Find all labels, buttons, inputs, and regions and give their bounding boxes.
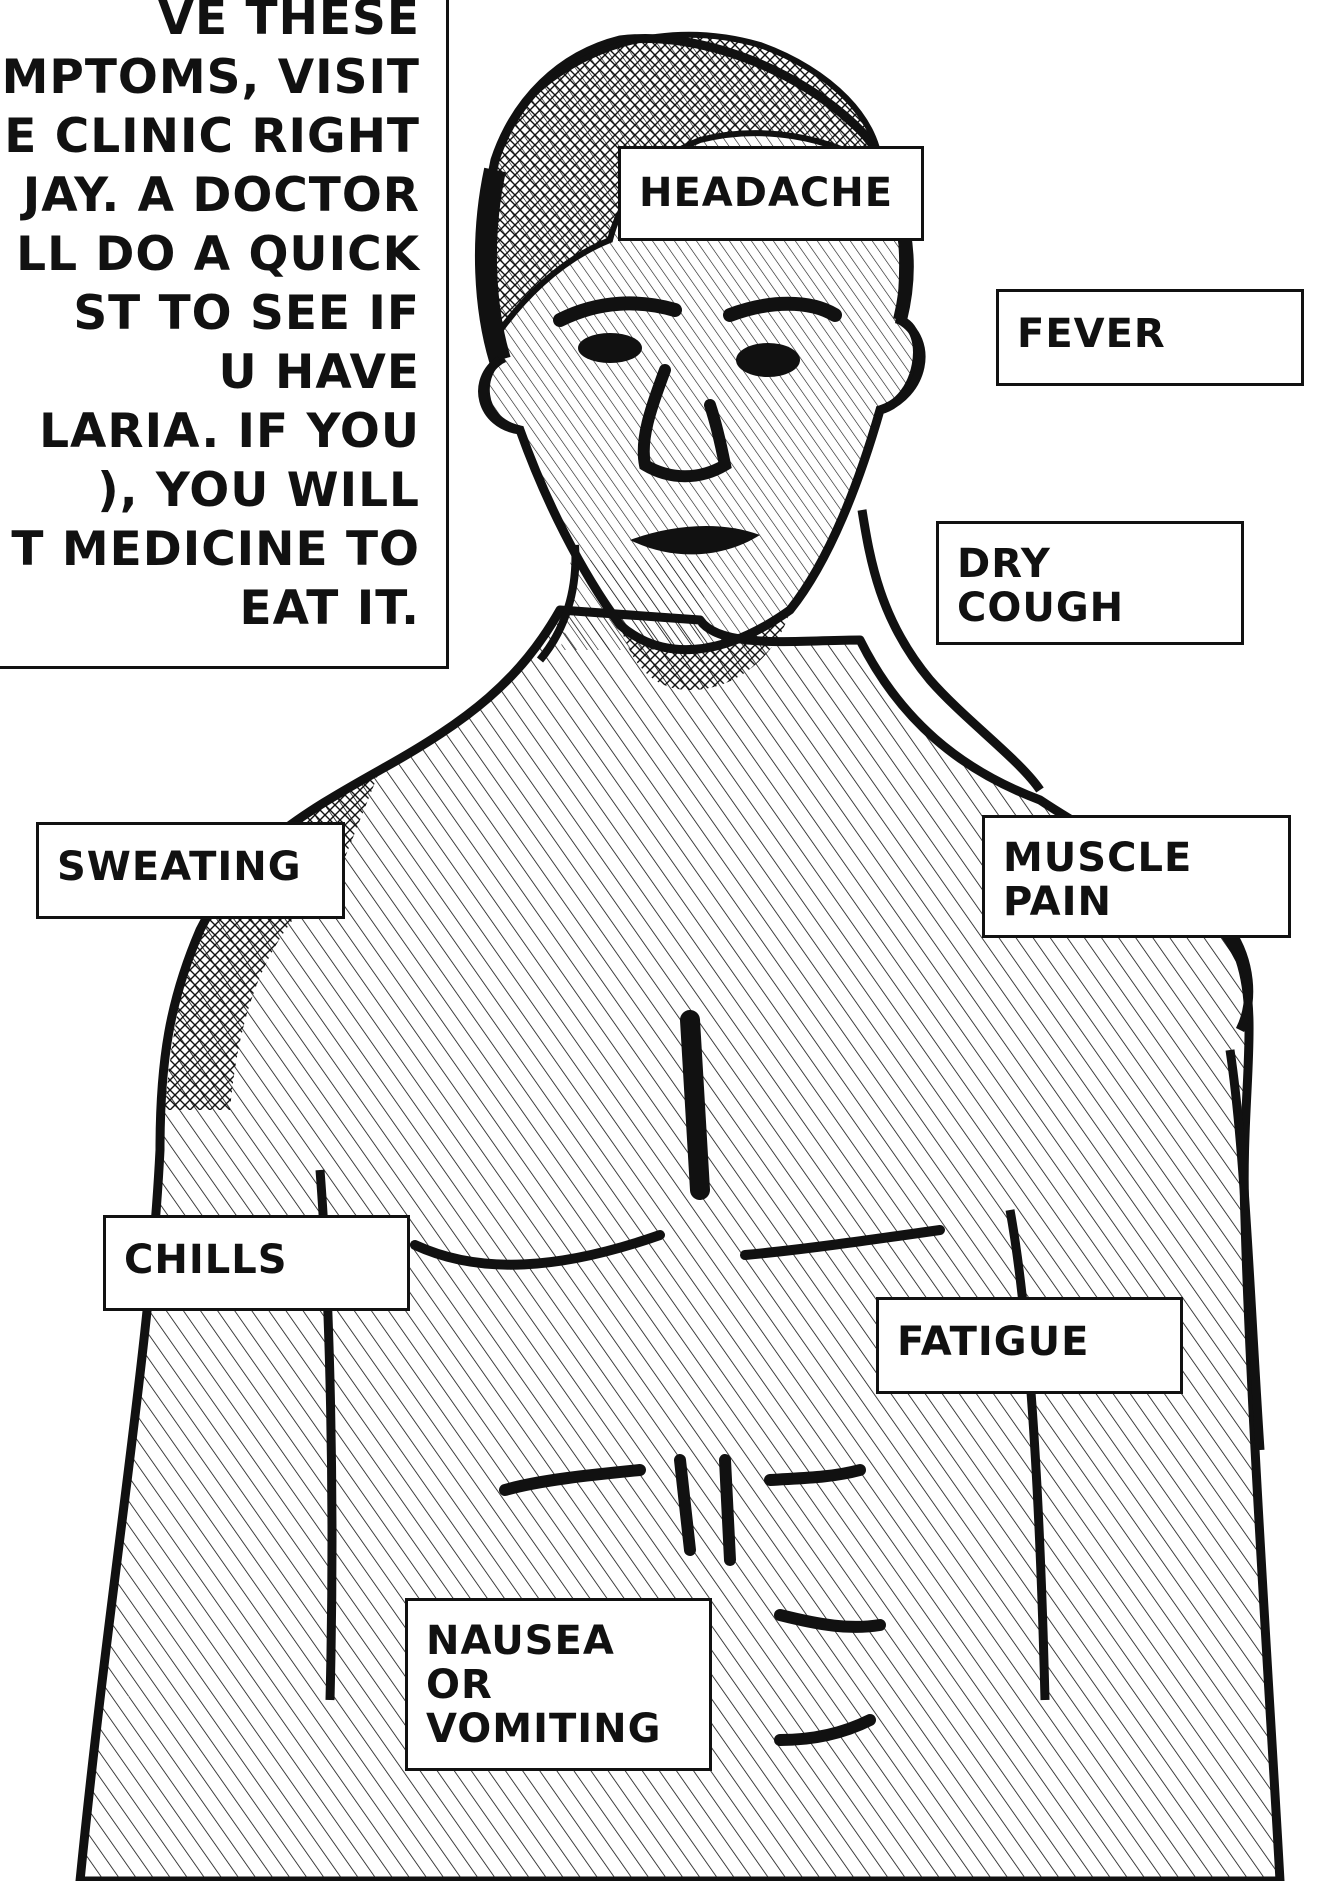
label-fever: FEVER [996, 289, 1304, 386]
label-sweating: SWEATING [36, 822, 345, 919]
label-headache: HEADACHE [618, 146, 924, 241]
label-chills: CHILLS [103, 1215, 410, 1311]
label-muscle-pain: MUSCLE PAIN [982, 815, 1291, 938]
instruction-caption-text: VE THESE MPTOMS, VISIT E CLINIC RIGHT JA… [0, 0, 420, 638]
label-fatigue: FATIGUE [876, 1297, 1183, 1394]
instruction-caption-box: VE THESE MPTOMS, VISIT E CLINIC RIGHT JA… [0, 0, 449, 669]
label-nausea-or-vomiting: NAUSEA OR VOMITING [405, 1598, 712, 1771]
label-dry-cough: DRY COUGH [936, 521, 1244, 645]
head [483, 35, 921, 690]
